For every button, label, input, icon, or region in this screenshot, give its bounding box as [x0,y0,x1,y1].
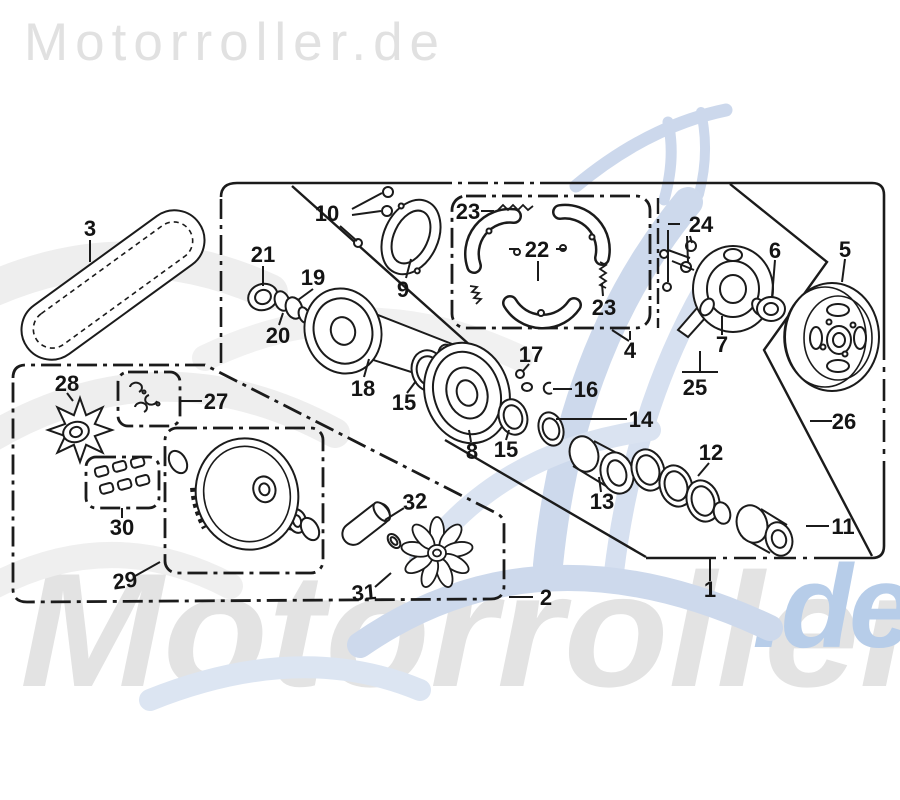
part-12-spring-drawing [630,448,732,525]
part-22-23-clutch-shoes-drawing [464,203,611,330]
part-14-ring-drawing [537,411,565,447]
part-label-13: 13 [589,489,615,514]
part-label-20: 20 [265,323,291,348]
part-6-nut-drawing [756,296,786,322]
part-30-rollers-drawing [93,455,151,495]
part-label-32: 32 [401,487,429,516]
part-label-16: 16 [573,377,599,402]
part-label-15b: 15 [493,437,519,462]
part-label-10: 10 [314,201,340,226]
part-label-4: 4 [623,338,637,363]
part-label-14: 14 [628,407,654,432]
part-label-5: 5 [838,237,852,262]
part-7-carrier-drawing [659,245,774,339]
part-label-28: 28 [54,371,80,396]
part-17-bolt-drawing [515,369,533,392]
part-label-19: 19 [300,265,326,290]
part-label-9: 9 [396,277,410,302]
part-29-variator-face-drawing [167,437,321,551]
part-16-clip-drawing [542,381,553,395]
part-label-7: 7 [715,332,729,357]
part-15b-ring-drawing [497,398,529,436]
part-13-bushing-drawing [568,435,635,495]
part-label-27: 27 [203,389,229,414]
part-label-11: 11 [831,514,855,539]
frame-outline [219,181,886,560]
part-label-21: 21 [250,242,276,267]
box-roller-set [84,455,161,510]
leader-lines [66,192,846,598]
part-label-15a: 15 [391,390,417,415]
part-label-23a: 23 [455,199,481,224]
part-label-31: 31 [350,578,378,607]
part-label-1: 1 [703,577,717,602]
part-24-bolts-drawing [662,240,697,292]
box-variator-group [11,363,506,604]
part-label-30: 30 [109,515,135,540]
part-label-8: 8 [465,439,479,464]
box-variator-face [163,426,325,575]
part-label-18: 18 [350,376,376,401]
part-label-24: 24 [688,212,714,237]
part-31-fan-drawing [400,516,474,588]
watermark-logo-text: Motorroller.de [24,13,447,72]
part-5-clutch-bell-drawing [783,282,880,392]
part-label-25: 25 [682,375,708,400]
part-9-gasket-drawing [380,198,442,276]
watermark-swooshes [0,103,783,711]
part-10-bolts-drawing [353,186,394,248]
part-label-26: 26 [831,409,857,434]
part-label-3: 3 [83,216,97,241]
part-32-spacer-drawing [341,501,402,550]
part-label-12: 12 [698,440,724,465]
part-label-23b: 23 [591,295,617,320]
part-8-pulley-drawing [423,341,511,445]
parts-drawings [20,186,880,588]
part-28-ramp-plate-drawing [45,395,115,465]
part-label-6: 6 [768,238,782,263]
part-3-belt-drawing [20,209,206,361]
watermark-de-text: .de [752,541,900,673]
box-slider-set [116,370,182,428]
part-27-sliders-drawing [129,381,161,413]
part-label-29: 29 [111,566,139,595]
part-label-22: 22 [524,237,550,262]
part-18-hub-drawing [303,287,464,385]
part-label-17: 17 [518,342,544,367]
part-label-2: 2 [539,585,553,610]
part-11-nut-drawing [735,504,794,557]
